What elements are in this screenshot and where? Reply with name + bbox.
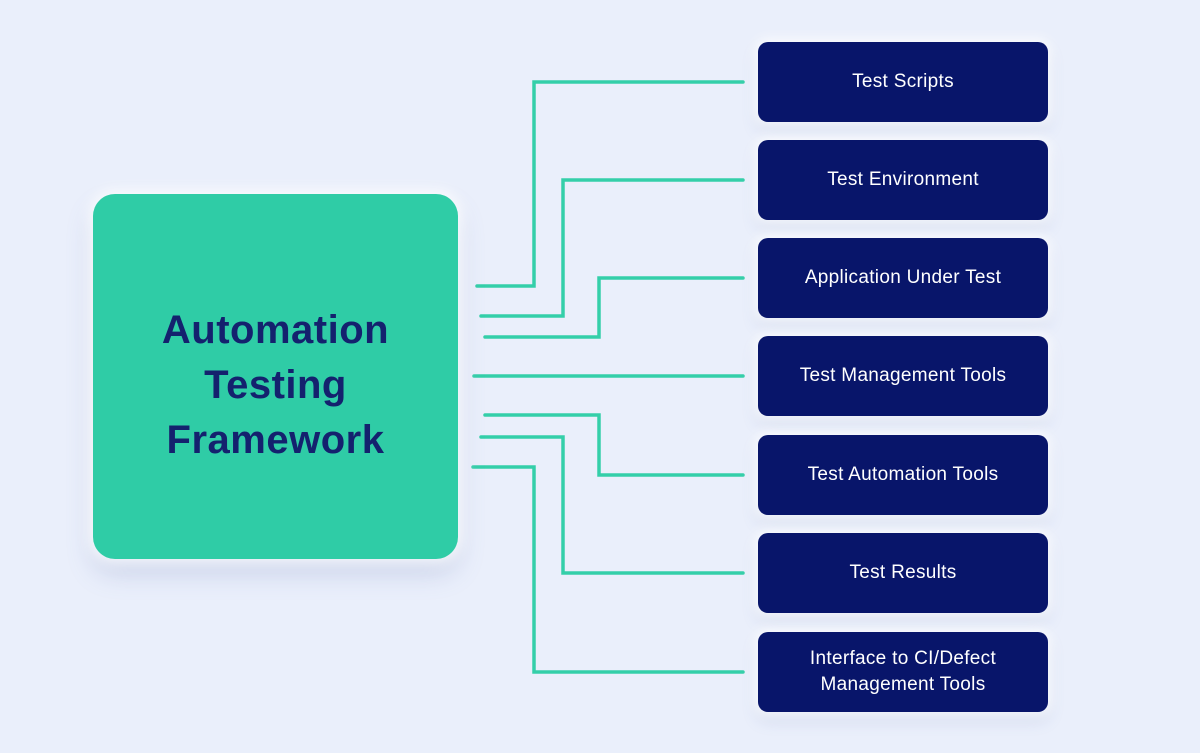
node-test-results: Test Results: [758, 533, 1048, 613]
node-test-management-tools: Test Management Tools: [758, 336, 1048, 416]
node-label: Test Management Tools: [799, 365, 1007, 386]
node-test-scripts: Test Scripts: [758, 42, 1048, 122]
connector-test-results: [479, 435, 745, 575]
connector-test-environment: [479, 178, 745, 318]
node-test-automation-tools: Test Automation Tools: [758, 435, 1048, 515]
node-interface-ci-defect-management-tools: Interface to CI/Defect Management Tools: [758, 632, 1048, 712]
node-label: Interface to CI/Defect Management Tools: [809, 648, 997, 695]
diagram-title: Automation Testing Framework: [161, 308, 390, 462]
node-label: Test Results: [849, 562, 957, 583]
node-label: Test Scripts: [852, 71, 954, 92]
connector-interface-ci-defect: [471, 465, 745, 674]
connector-test-scripts: [475, 80, 745, 288]
connector-test-automation-tools: [483, 413, 745, 477]
node-label: Test Environment: [827, 169, 979, 190]
connector-application-under-test: [483, 276, 745, 339]
root-node-automation-testing-framework: Automation Testing Framework: [93, 194, 458, 559]
node-test-environment: Test Environment: [758, 140, 1048, 220]
node-application-under-test: Application Under Test: [758, 238, 1048, 318]
node-label: Test Automation Tools: [807, 464, 999, 485]
node-label: Application Under Test: [804, 267, 1002, 288]
